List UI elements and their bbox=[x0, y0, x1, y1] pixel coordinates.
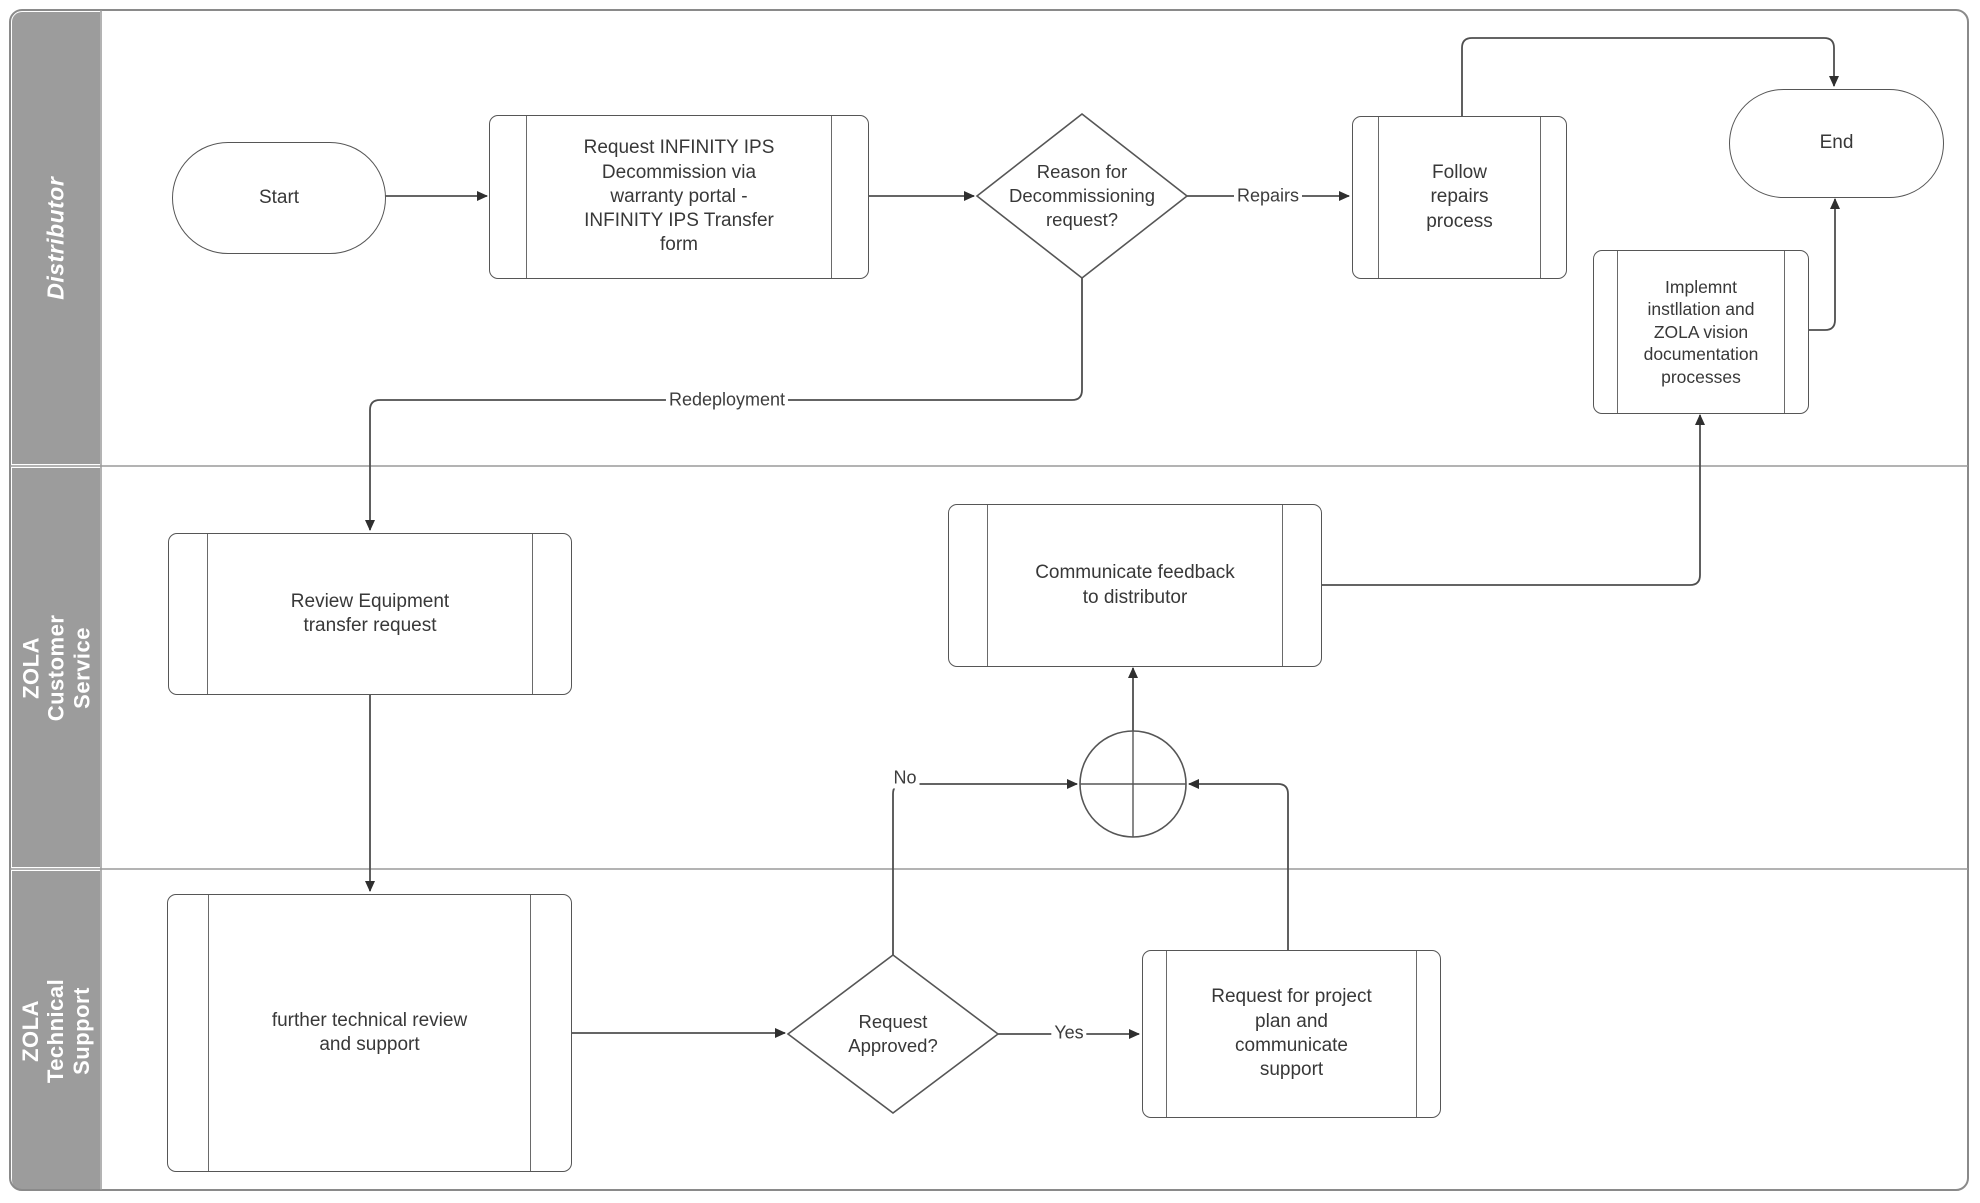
edge-label-redeployment: Redeployment bbox=[665, 389, 789, 411]
node-communicate-feedback-label: Communicate feedback to distributor bbox=[1035, 562, 1235, 608]
node-further-review: further technical review and support bbox=[167, 894, 572, 1172]
edge-implement-to-end bbox=[1807, 198, 1840, 331]
node-communicate-feedback: Communicate feedback to distributor bbox=[948, 504, 1322, 667]
lane-zola-technical-support: ZOLA Technical Support bbox=[12, 871, 100, 1190]
node-start: Start bbox=[172, 142, 386, 254]
decision-approved-shape bbox=[786, 953, 1000, 1115]
lane-distributor: Distributor bbox=[12, 12, 100, 464]
node-reason-decision-label: Reason for Decommissioning request? bbox=[1009, 161, 1155, 230]
edge-label-yes: Yes bbox=[1051, 1022, 1087, 1044]
node-implement-docs: Implemnt instllation and ZOLA vision doc… bbox=[1593, 250, 1809, 414]
node-project-plan-label: Request for project plan and communicate… bbox=[1211, 986, 1372, 1081]
node-request-approved-label: Request Approved? bbox=[848, 1011, 938, 1056]
node-reason-decision: Reason for Decommissioning request? bbox=[977, 114, 1187, 278]
lane-zola-customer-service: ZOLA Customer Service bbox=[12, 468, 100, 867]
node-project-plan: Request for project plan and communicate… bbox=[1142, 950, 1441, 1118]
edge-project-to-junction bbox=[1188, 779, 1289, 950]
edge-label-no: No bbox=[890, 767, 920, 789]
node-follow-repairs: Follow repairs process bbox=[1352, 116, 1567, 279]
node-review-request: Review Equipment transfer request bbox=[168, 533, 572, 695]
node-request-form: Request INFINITY IPS Decommission via wa… bbox=[489, 115, 869, 279]
node-review-request-label: Review Equipment transfer request bbox=[290, 590, 450, 636]
node-end: End bbox=[1729, 89, 1944, 198]
node-further-review-label: further technical review and support bbox=[271, 1009, 468, 1055]
edge-communicate-to-implement bbox=[1320, 414, 1705, 586]
edge-follow-to-end bbox=[1461, 37, 1839, 116]
node-implement-docs-label: Implemnt instllation and ZOLA vision doc… bbox=[1643, 277, 1759, 387]
node-end-label: End bbox=[1819, 132, 1854, 154]
node-request-approved: Request Approved? bbox=[788, 955, 998, 1113]
pool-border bbox=[9, 9, 1969, 1191]
node-start-label: Start bbox=[258, 186, 300, 208]
node-request-form-label: Request INFINITY IPS Decommission via wa… bbox=[583, 137, 775, 256]
node-follow-repairs-label: Follow repairs process bbox=[1426, 162, 1493, 232]
junction-or-icon bbox=[1079, 730, 1187, 838]
edge-label-repairs: Repairs bbox=[1233, 185, 1303, 207]
decision-reason-shape bbox=[975, 112, 1189, 280]
